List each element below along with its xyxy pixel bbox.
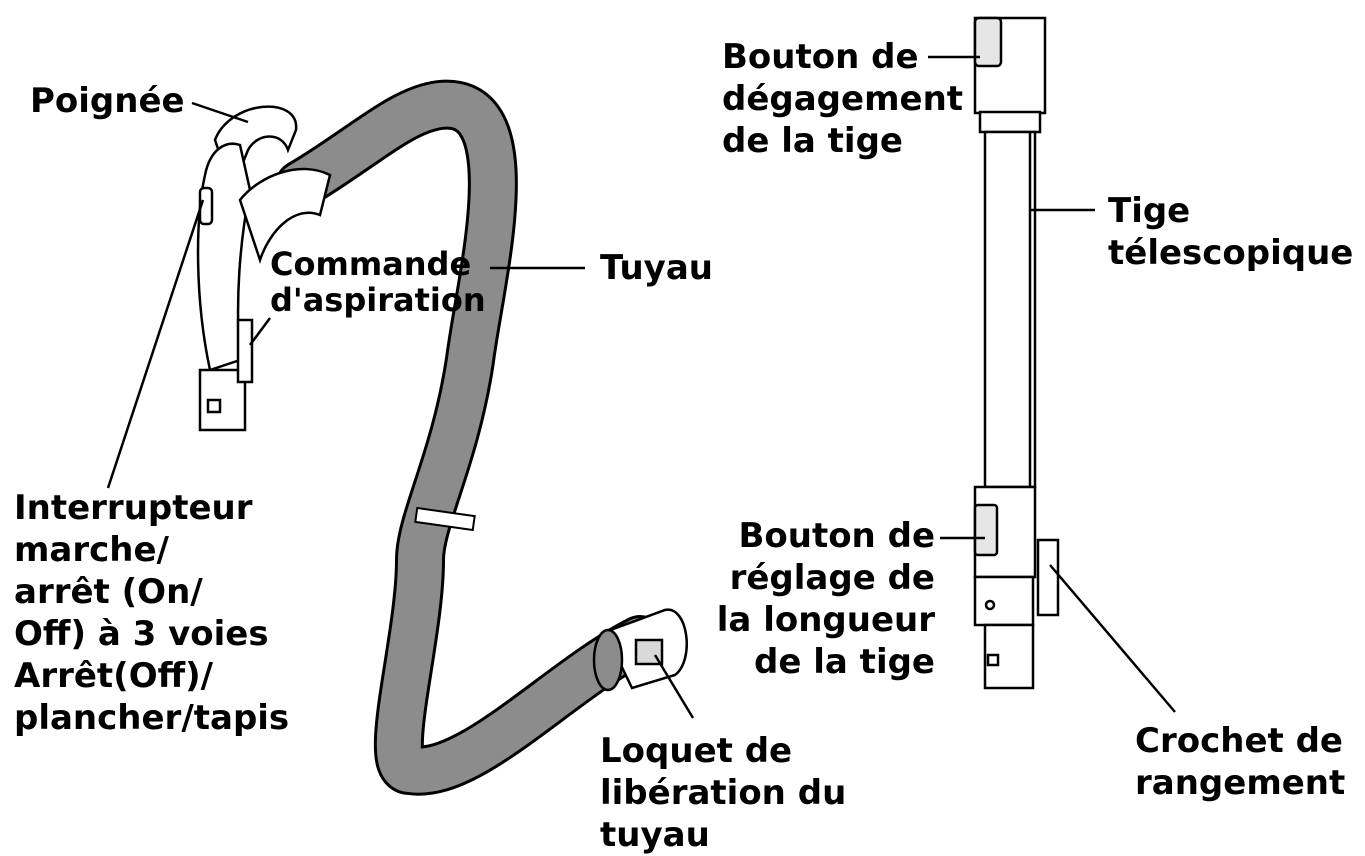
handle-assembly xyxy=(196,105,332,432)
label-telescopic-wand: Tige télescopique xyxy=(1108,191,1354,273)
label-wand-length: Bouton de réglage de la longueur de la t… xyxy=(716,516,935,682)
telescopic-wand xyxy=(973,16,1060,690)
label-handle: Poignée xyxy=(30,81,185,121)
hose xyxy=(275,79,665,796)
label-wand-release: Bouton de dégagement de la tige xyxy=(722,37,964,161)
label-storage-hook: Crochet de rangement xyxy=(1135,721,1346,803)
label-suction-control: Commande d'aspiration xyxy=(270,245,486,319)
label-hose-latch: Loquet de libération du tuyau xyxy=(600,731,847,855)
label-hose: Tuyau xyxy=(600,248,713,288)
leader-lines xyxy=(106,55,1176,719)
hose-end-connector xyxy=(592,608,688,692)
label-switch: Interrupteur marche/ arrêt (On/ Off) à 3… xyxy=(14,488,290,738)
